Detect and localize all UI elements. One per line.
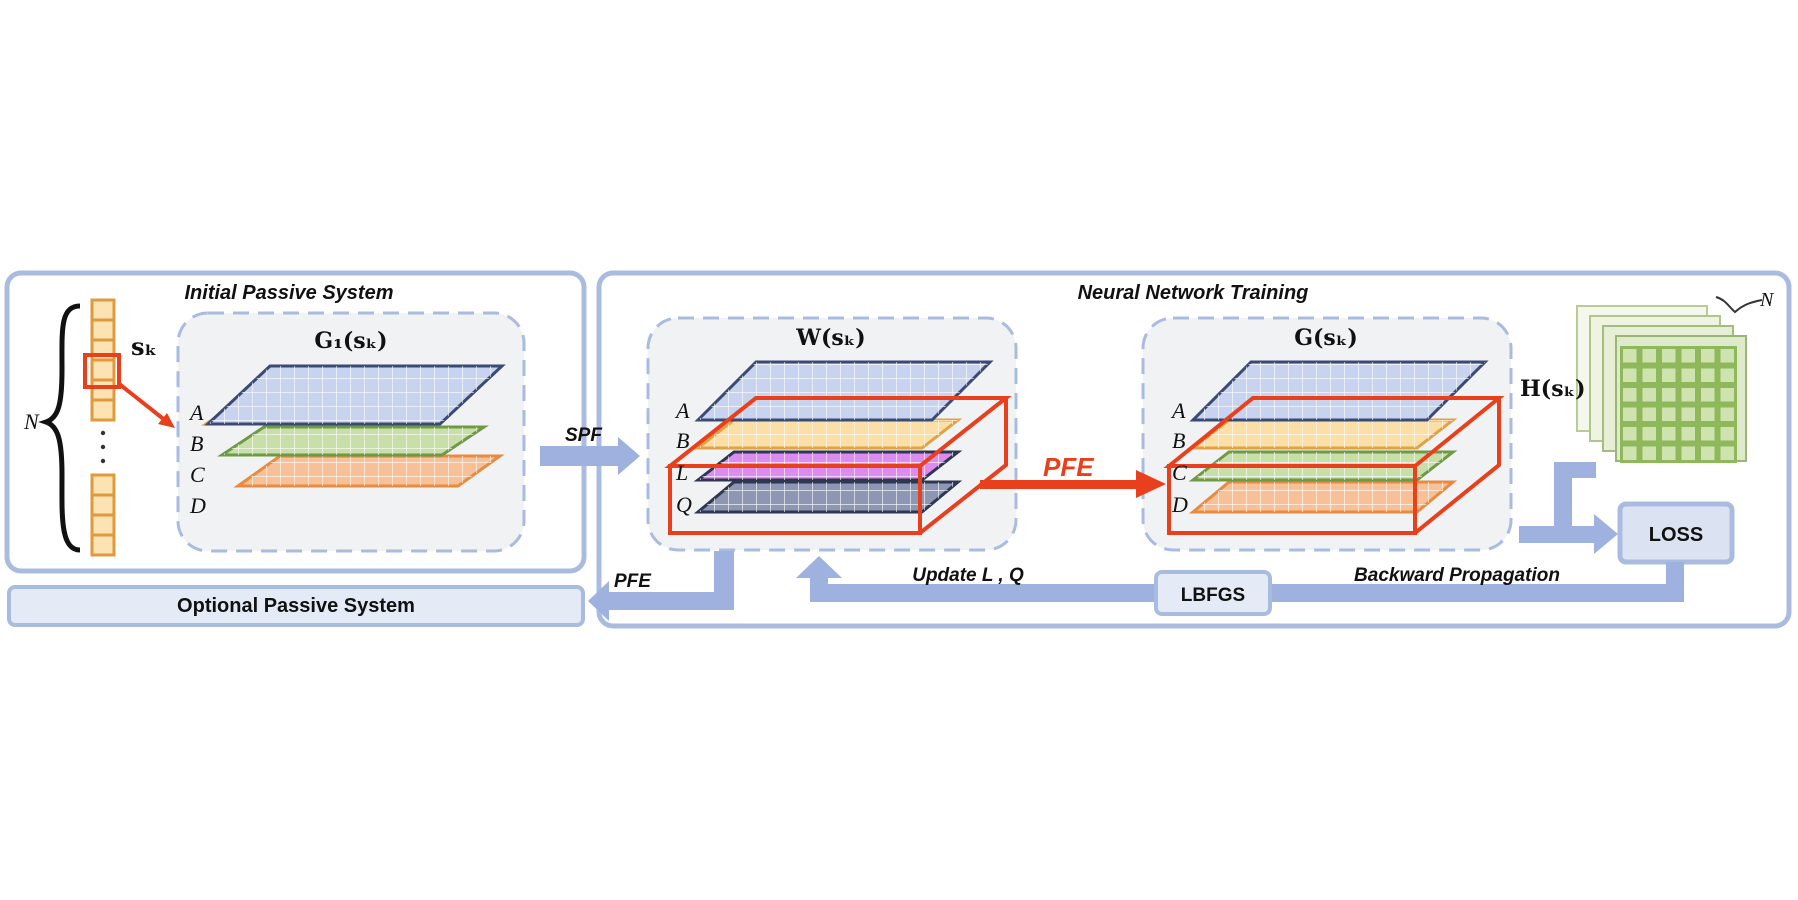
h-label: H(sₖ): [1520, 376, 1586, 402]
h-grid-cell: [1681, 388, 1695, 402]
update-up-connector: [810, 576, 828, 602]
backward-propagation-label: Backward Propagation: [1354, 565, 1560, 586]
h-grid-cell: [1642, 388, 1656, 402]
h-grid-cell: [1681, 427, 1695, 441]
h-grid-cell: [1662, 368, 1676, 382]
h-grid-cell: [1642, 349, 1656, 363]
w-label: W(sₖ): [795, 325, 865, 351]
pfe-bottom-arrowhead: [588, 581, 609, 621]
g-letter-D: D: [1171, 492, 1188, 517]
w-letter-A: A: [674, 398, 690, 423]
pfe-bottom-shaft: [607, 592, 734, 610]
w-letter-B: B: [676, 428, 689, 453]
g-label: G(sₖ): [1294, 325, 1358, 351]
h-grid-cell: [1642, 427, 1656, 441]
g-layer-B: [1188, 418, 1458, 450]
ellipsis-dots: [100, 430, 106, 464]
w-letter-L: L: [675, 460, 688, 485]
h-grid-cell: [1681, 349, 1695, 363]
spf-arrow-shaft: [540, 446, 618, 466]
n-left-label: N: [23, 409, 40, 434]
n-right-label: N: [1759, 289, 1775, 311]
h-grid-cell: [1642, 368, 1656, 382]
g-letter-A: A: [1170, 398, 1186, 423]
w-layer-B: [693, 418, 963, 450]
h-grid-cell: [1701, 446, 1715, 460]
g1-letter-C: C: [190, 462, 205, 487]
h-grid-cell: [1701, 349, 1715, 363]
h-grid-cell: [1623, 407, 1637, 421]
h-grid-cell: [1720, 388, 1734, 402]
h-grid-cell: [1662, 388, 1676, 402]
sk-arrowhead: [158, 413, 175, 428]
h-grid-cell: [1701, 407, 1715, 421]
h-grid-cell: [1720, 427, 1734, 441]
pfe-main-arrowhead: [1136, 470, 1166, 498]
h-grid-cell: [1642, 407, 1656, 421]
h-grid-cell: [1720, 368, 1734, 382]
pfe-main-label: PFE: [1043, 452, 1094, 482]
h-grid-cell: [1623, 427, 1637, 441]
h-feed-stub: [1554, 462, 1596, 478]
g-layer-A: [1189, 360, 1489, 422]
h-result-grid: [1620, 346, 1737, 463]
w-highlight-cuboid: [664, 396, 1012, 535]
spf-arrowhead: [618, 437, 640, 475]
h-grid-cell: [1681, 368, 1695, 382]
h-grid-cell: [1662, 427, 1676, 441]
update-arrowhead: [796, 556, 842, 578]
h-grid-cell: [1662, 407, 1676, 421]
w-layer-Q: [693, 480, 963, 514]
neural-network-training-title: Neural Network Training: [1078, 282, 1309, 304]
g-to-loss-arrowhead: [1594, 514, 1618, 554]
g-letter-C: C: [1172, 460, 1187, 485]
h-grid-cell: [1623, 368, 1637, 382]
pfe-bottom-label: PFE: [614, 571, 652, 592]
initial-passive-system-title: Initial Passive System: [184, 282, 393, 304]
g-highlight-cuboid: [1163, 396, 1505, 535]
g-letter-B: B: [1172, 428, 1185, 453]
lbfgs-box: [1154, 570, 1272, 616]
w-letter-Q: Q: [676, 492, 692, 517]
update-label: Update L , Q: [912, 565, 1024, 586]
g-to-loss-shaft: [1519, 526, 1594, 543]
sk-label: sₖ: [131, 332, 157, 361]
h-grid-cell: [1720, 349, 1734, 363]
optional-passive-system-label: Optional Passive System: [177, 595, 415, 617]
h-grid-cell: [1662, 349, 1676, 363]
sk-highlight-box: [83, 353, 121, 389]
n-brace: [38, 303, 81, 553]
g1-layer-C: [217, 425, 489, 457]
h-grid-cell: [1681, 407, 1695, 421]
g1-label: G₁(sₖ): [314, 328, 387, 354]
h-grid-cell: [1701, 368, 1715, 382]
sk-arrow: [116, 381, 168, 423]
g1-layer-A: [204, 364, 506, 426]
w-layer-A: [694, 360, 994, 422]
g-layer-D: [1188, 480, 1458, 514]
g1-letter-D: D: [189, 493, 206, 518]
h-grid-cell: [1642, 446, 1656, 460]
h-grid-cell: [1720, 446, 1734, 460]
h-grid-cell: [1623, 446, 1637, 460]
h-grid-cell: [1701, 427, 1715, 441]
h-grid-cell: [1623, 388, 1637, 402]
g1-letter-B: B: [190, 431, 203, 456]
loss-label: LOSS: [1649, 524, 1703, 546]
pfe-main-arrow-shaft: [980, 480, 1138, 489]
h-grid-cell: [1681, 446, 1695, 460]
g1-letter-A: A: [188, 400, 204, 425]
n-right-brace: [1715, 296, 1763, 314]
h-grid-cell: [1701, 388, 1715, 402]
h-grid-cell: [1720, 407, 1734, 421]
h-to-loss-connector: [1554, 462, 1572, 542]
g1-layer-D: [233, 454, 505, 488]
lbfgs-label: LBFGS: [1181, 585, 1245, 606]
h-grid-cell: [1623, 349, 1637, 363]
optional-passive-system-box: [7, 585, 585, 627]
h-grid-cell: [1662, 446, 1676, 460]
spf-label: SPF: [565, 425, 603, 446]
